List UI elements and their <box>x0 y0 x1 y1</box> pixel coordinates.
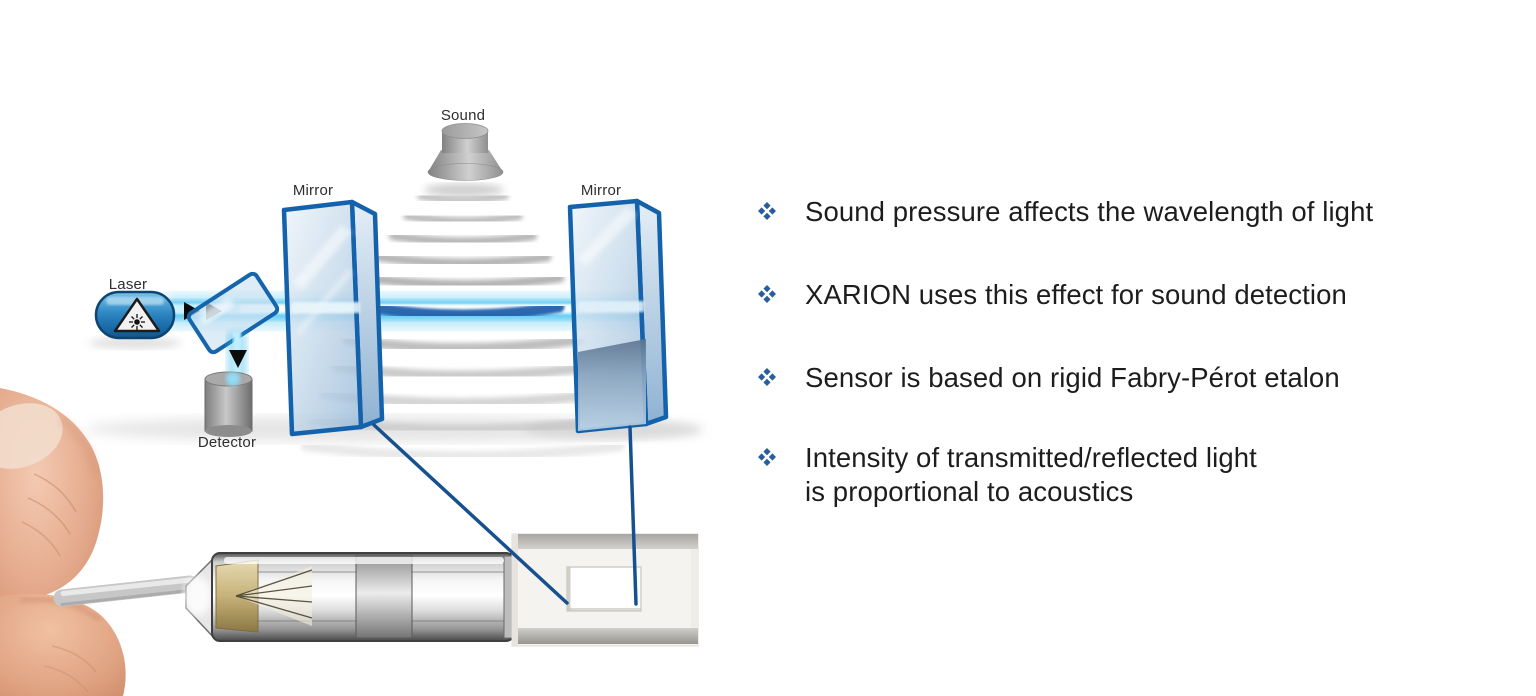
down-arrow-icon <box>229 350 247 368</box>
mirror-left <box>281 199 385 437</box>
bullet-text: Sensor is based on rigid Fabry-Pérot eta… <box>805 362 1340 393</box>
diamond-bullet-icon <box>758 368 776 386</box>
mirror-left-label: Mirror <box>292 182 334 199</box>
bullet-text: Sound pressure affects the wavelength of… <box>805 196 1374 227</box>
laser-label: Laser <box>108 276 148 293</box>
fiber-cable <box>53 575 199 607</box>
mirror-right-label: Mirror <box>580 182 622 199</box>
sound-funnel-icon <box>427 123 504 181</box>
etalon-aperture <box>566 566 642 612</box>
bullet-text: XARION uses this effect for sound detect… <box>805 279 1347 310</box>
diamond-bullet-icon <box>758 448 776 466</box>
diamond-bullet-icon <box>758 285 776 303</box>
bullet-item-3: Sensor is based on rigid Fabry-Pérot eta… <box>758 361 1340 395</box>
bullet-item-2: XARION uses this effect for sound detect… <box>758 278 1347 312</box>
callout-line-left <box>372 423 569 605</box>
photo-finger <box>0 388 126 696</box>
laser-source-icon <box>94 290 176 340</box>
bullet-text: Intensity of transmitted/reflected light… <box>805 442 1257 507</box>
bullet-item-4: Intensity of transmitted/reflected light… <box>758 441 1257 509</box>
callout-line-right <box>628 425 638 606</box>
callout-lines <box>372 423 638 606</box>
detector-cylinder-icon <box>204 371 253 437</box>
diamond-bullet-icon <box>758 202 776 220</box>
beam-to-detector <box>227 332 247 384</box>
detector-label: Detector <box>197 434 257 451</box>
bullet-item-1: Sound pressure affects the wavelength of… <box>758 195 1373 229</box>
sensor-tube <box>184 552 519 642</box>
etalon-block <box>511 533 699 647</box>
mirror-right <box>567 198 669 434</box>
sound-label: Sound <box>440 107 486 124</box>
sound-wave-on-beam <box>361 301 565 321</box>
laser-warning-icon <box>113 297 161 333</box>
